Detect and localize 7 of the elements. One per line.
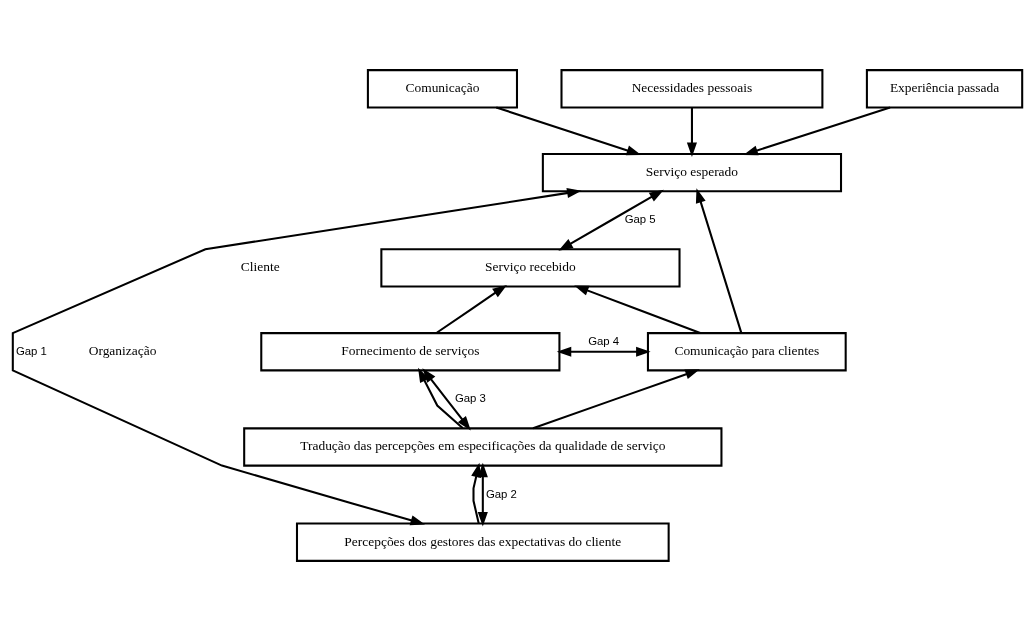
edge-label: Gap 1 bbox=[15, 344, 47, 357]
label: Cliente bbox=[240, 259, 280, 275]
label: Organização bbox=[88, 343, 157, 359]
edge-label: Gap 5 bbox=[624, 213, 656, 226]
edge-label: Gap 3 bbox=[454, 392, 486, 405]
edge-label: Gap 2 bbox=[485, 487, 517, 500]
edge-label: Gap 4 bbox=[588, 335, 620, 348]
